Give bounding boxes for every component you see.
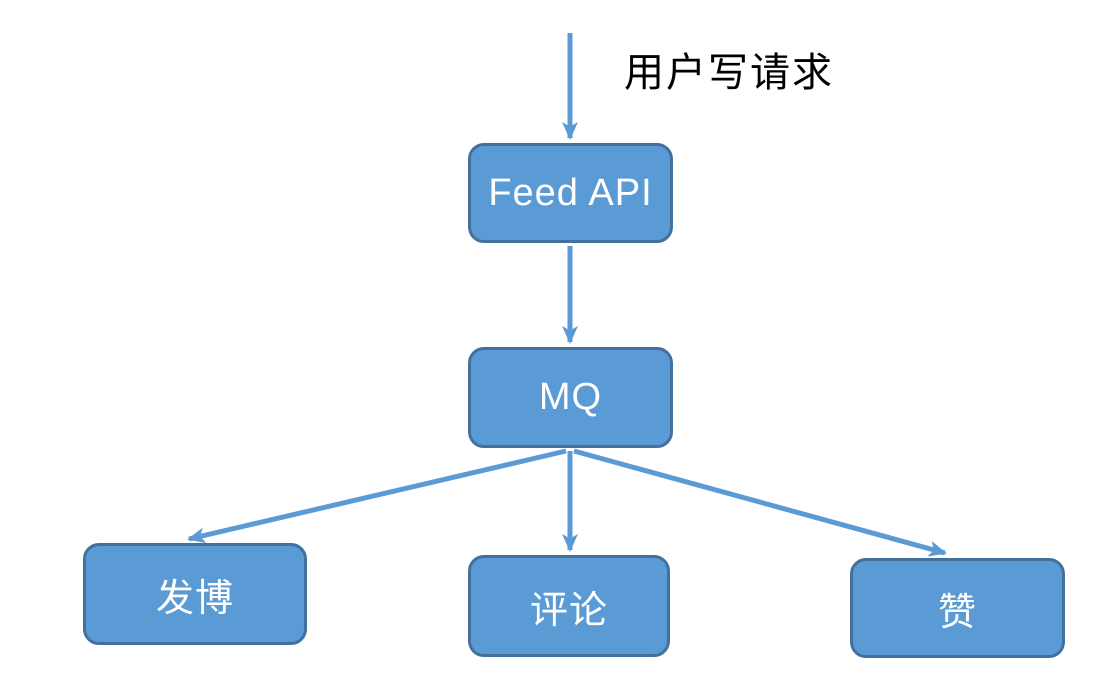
node-comment-label: 评论 [529,589,608,632]
user-write-request-label: 用户写请求 [624,51,834,95]
node-post-blog: 发博 [83,543,307,645]
node-comment: 评论 [468,555,670,657]
edge-mq-to-post-arrow [187,448,567,544]
edge-mq-to-like-arrow [573,448,947,557]
node-like: 赞 [850,558,1065,658]
node-mq: MQ [468,347,673,448]
node-like-label: 赞 [937,591,977,634]
node-post-blog-label: 发博 [155,577,234,620]
node-feed-api: Feed API [468,143,673,243]
node-mq-label: MQ [538,376,603,418]
node-feed-api-label: Feed API [488,171,653,214]
